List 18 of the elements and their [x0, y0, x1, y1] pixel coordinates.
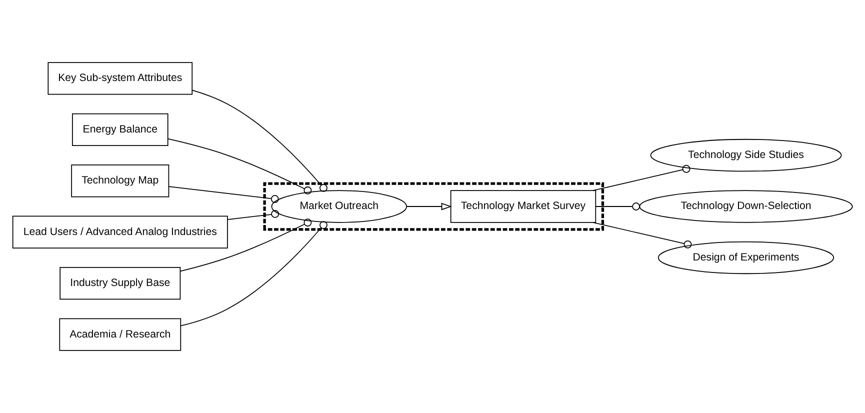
connector: [592, 222, 692, 248]
node-box: Energy Balance: [72, 113, 168, 146]
connector: [192, 90, 328, 192]
arrow: [406, 202, 452, 210]
connector: [595, 202, 640, 210]
node-box: Technology Map: [71, 164, 170, 198]
node-box: Lead Users / Advanced Analog Industries: [12, 216, 228, 248]
connector: [168, 138, 312, 194]
connector: [592, 164, 690, 192]
node-box: Technology Market Survey: [450, 190, 596, 223]
connector: [227, 210, 280, 220]
connector: [168, 186, 279, 203]
node-box: Industry Supply Base: [60, 267, 181, 300]
node-ellipse: Technology Down-Selection: [639, 190, 853, 223]
node-box: Academia / Research: [59, 318, 182, 351]
node-box: Key Sub-system Attributes: [48, 62, 193, 95]
connector: [180, 221, 328, 326]
connector: [180, 218, 312, 272]
